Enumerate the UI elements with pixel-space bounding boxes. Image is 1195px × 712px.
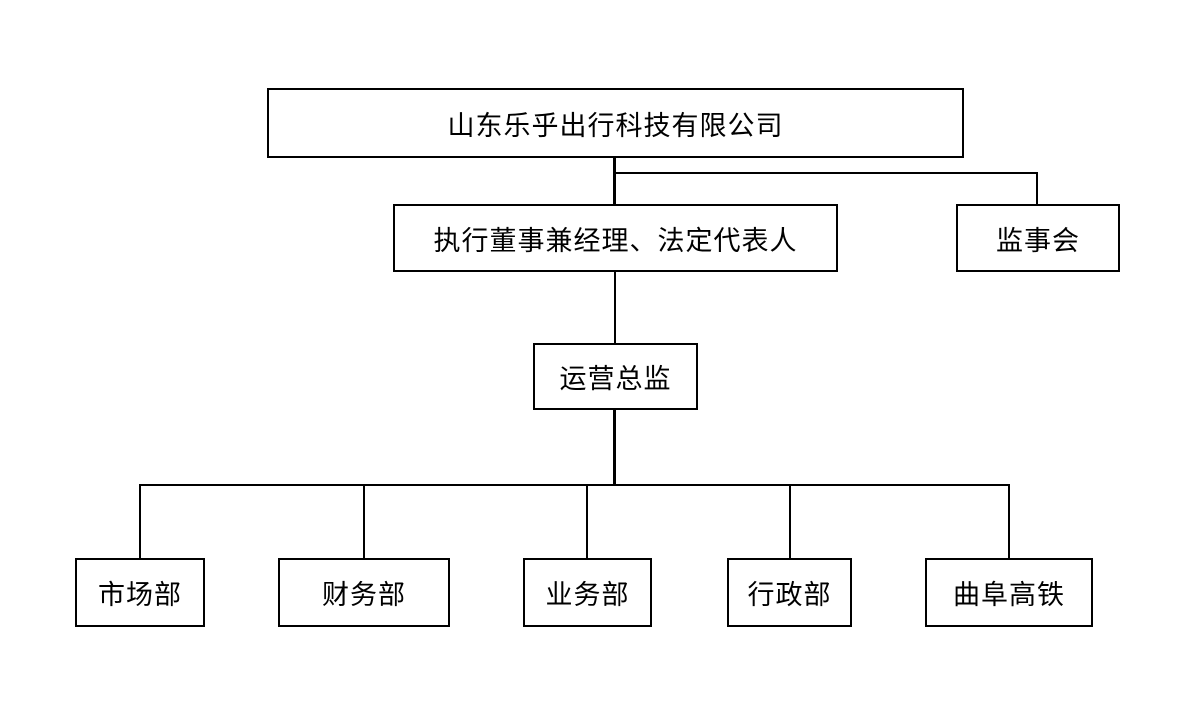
org-node-supervisory-board: 监事会 <box>956 204 1120 272</box>
connector-drop-to-qufu-highspeed-rail <box>1008 484 1010 559</box>
connector-drop-to-business-dept <box>586 484 588 559</box>
connector-company-to-exec-director <box>613 158 616 205</box>
connector-company-branch-to-supervisory <box>614 172 1038 174</box>
org-node-qufu-highspeed-rail-label: 曲阜高铁 <box>953 580 1065 610</box>
org-node-marketing-dept: 市场部 <box>75 558 205 627</box>
connector-drop-to-admin-dept <box>789 484 791 559</box>
org-node-exec-director: 执行董事兼经理、法定代表人 <box>393 204 838 272</box>
org-node-exec-director-label: 执行董事兼经理、法定代表人 <box>433 225 798 256</box>
org-node-operations-director: 运营总监 <box>533 343 698 410</box>
connector-drop-to-finance-dept <box>363 484 365 559</box>
org-node-business-dept-label: 业务部 <box>545 580 630 610</box>
connector-operations-to-rail <box>613 410 616 485</box>
org-node-finance-dept-label: 财务部 <box>322 580 406 610</box>
org-node-company-root: 山东乐乎出行科技有限公司 <box>267 88 964 158</box>
org-node-finance-dept: 财务部 <box>278 558 450 627</box>
org-node-admin-dept-label: 行政部 <box>747 580 832 610</box>
org-node-supervisory-board-label: 监事会 <box>996 225 1080 256</box>
connector-departments-rail <box>139 484 1010 486</box>
org-node-qufu-highspeed-rail: 曲阜高铁 <box>925 558 1093 627</box>
org-node-operations-director-label: 运营总监 <box>559 364 672 394</box>
connector-drop-to-supervisory-board <box>1036 172 1038 205</box>
connector-drop-to-marketing-dept <box>139 484 141 559</box>
connector-exec-director-to-operations <box>614 272 616 344</box>
org-node-marketing-dept-label: 市场部 <box>98 580 182 610</box>
org-node-company-label: 山东乐乎出行科技有限公司 <box>447 110 784 141</box>
org-node-business-dept: 业务部 <box>523 558 652 627</box>
org-node-admin-dept: 行政部 <box>727 558 852 627</box>
